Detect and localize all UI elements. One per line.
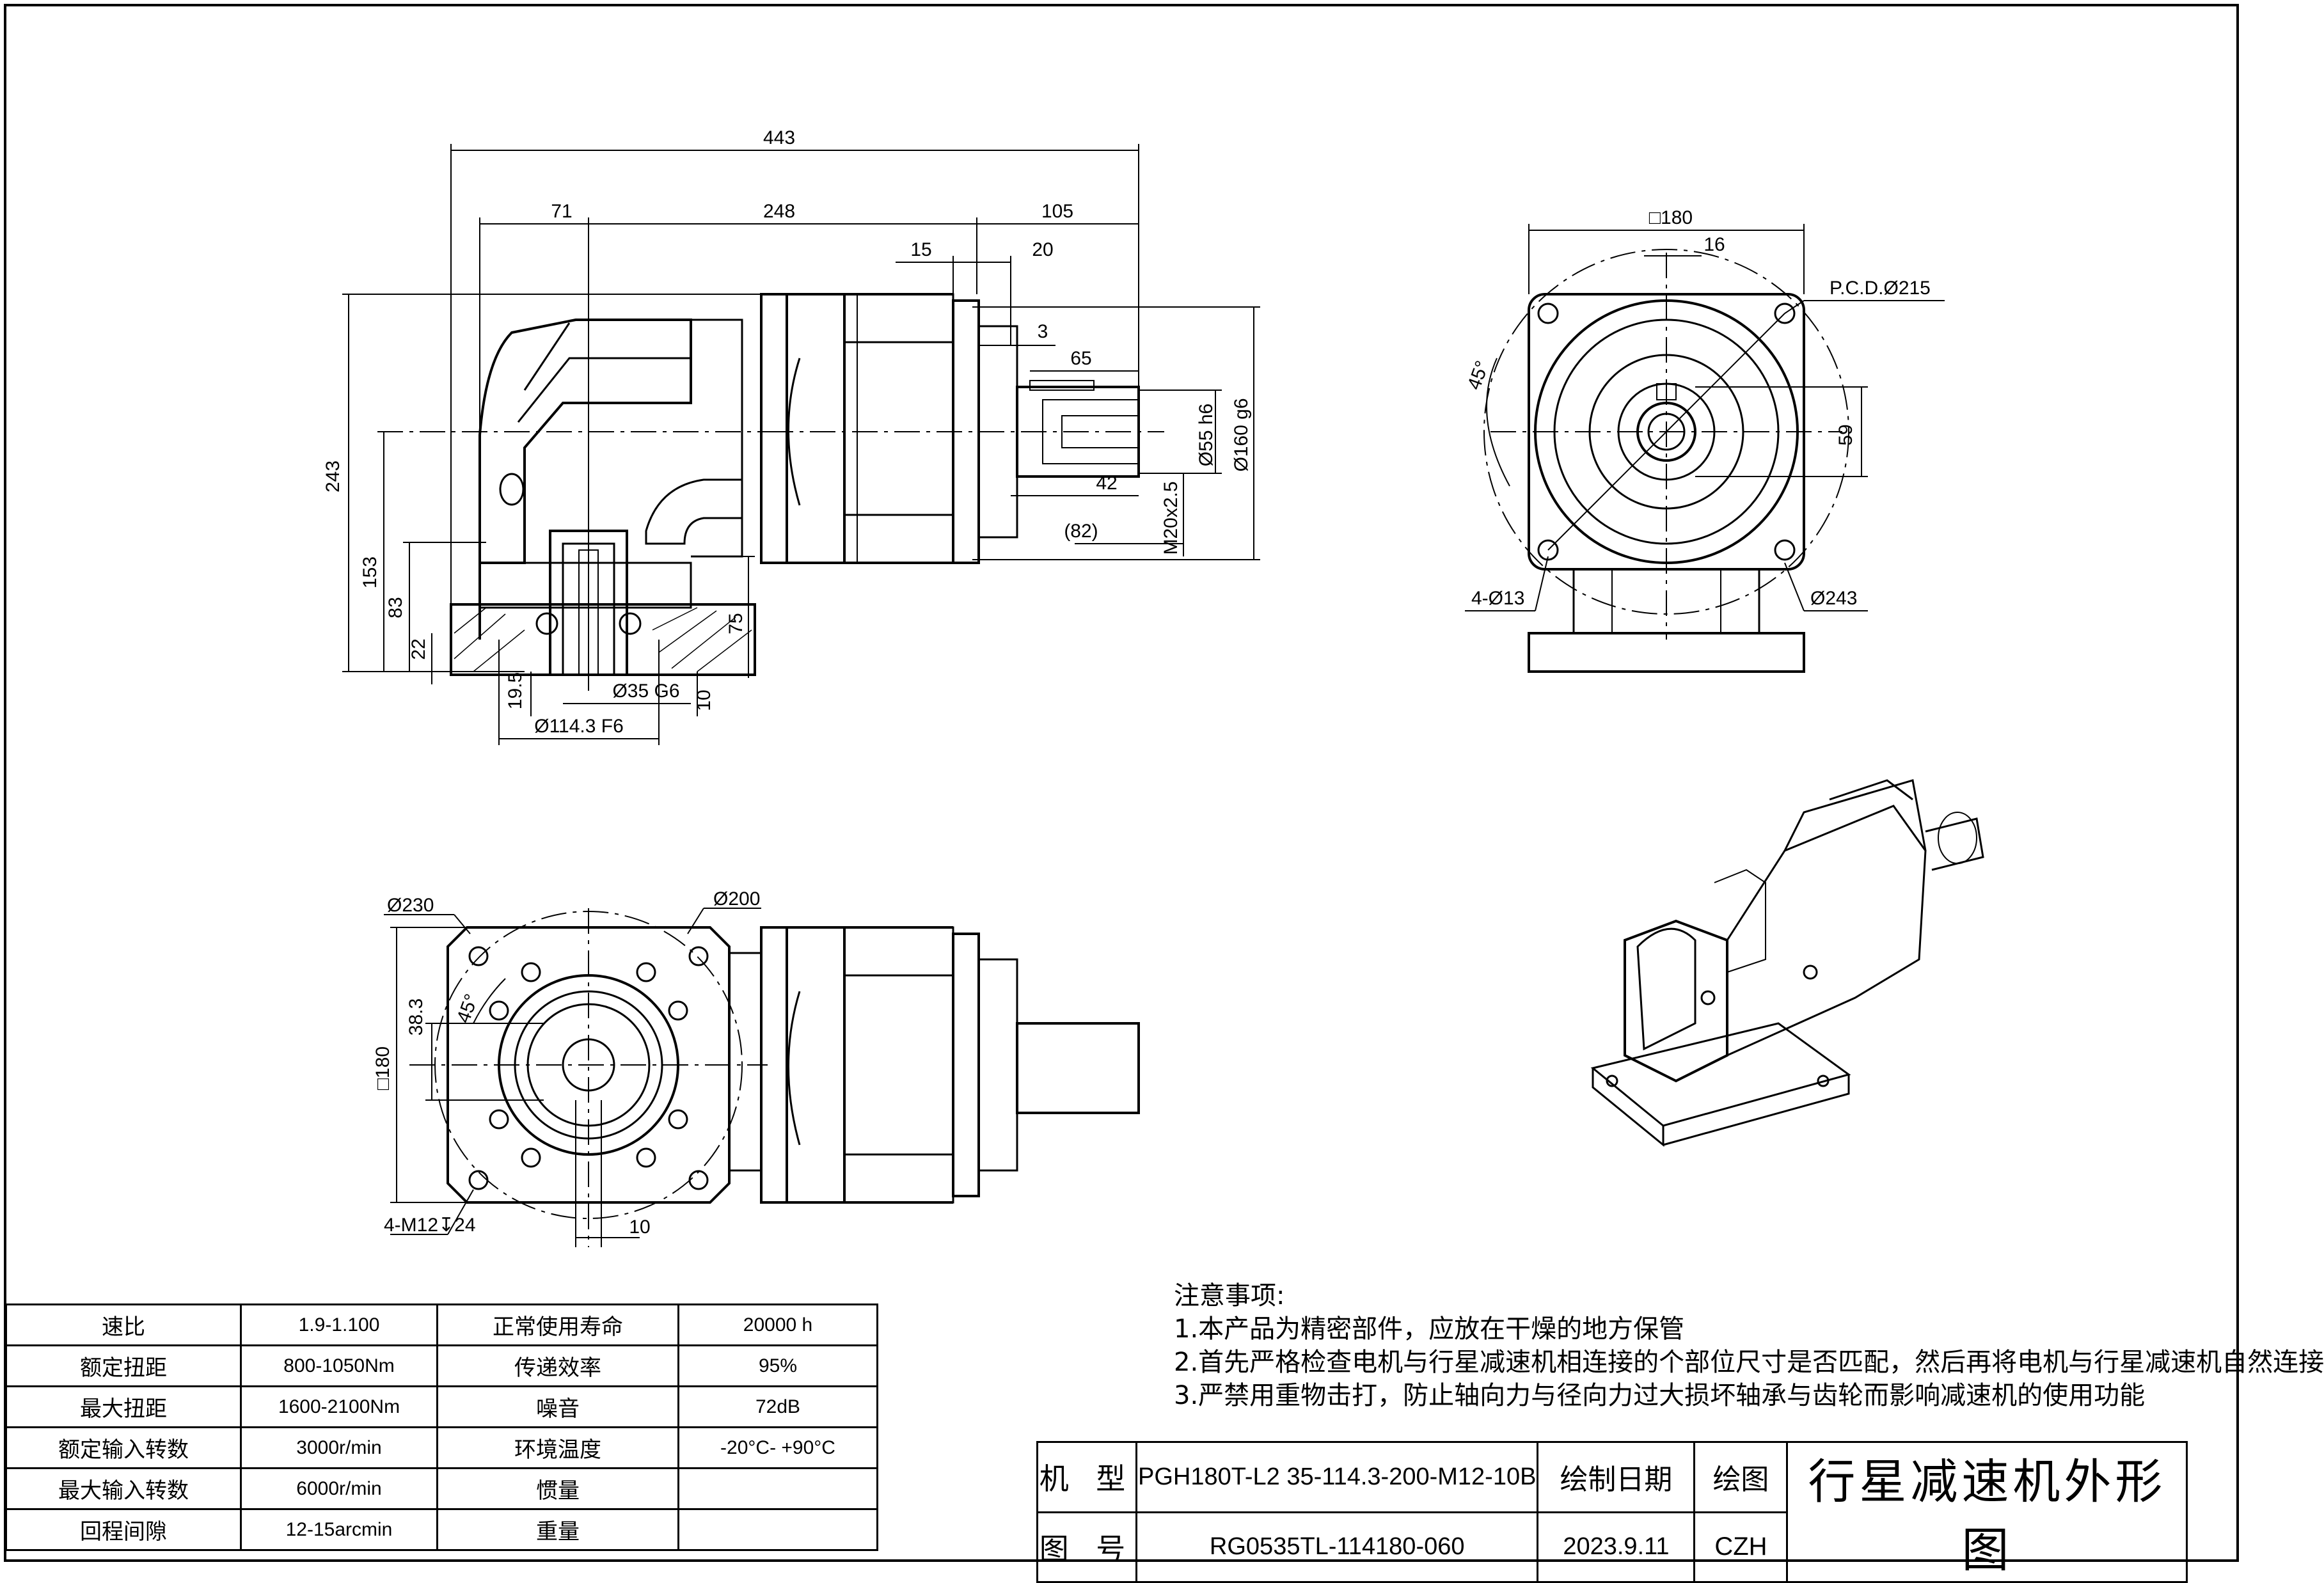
dim-diameter-200: Ø200 <box>713 888 760 910</box>
model-value: PGH180T-L2 35-114.3-200-M12-10B <box>1135 1441 1539 1513</box>
spec-value: 1.9-1.100 <box>240 1303 438 1346</box>
spec-key: 最大输入转数 <box>5 1467 242 1510</box>
note-item: 1.本产品为精密部件，应放在干燥的地方保管 <box>1174 1314 1685 1344</box>
spec-row: 最大输入转数 6000r/min 惯量 <box>5 1467 878 1510</box>
dim-height-83: 83 <box>385 597 406 618</box>
drawing-title: 行星减速机外形图 <box>1786 1441 2188 1583</box>
spec-key: 传递效率 <box>436 1344 679 1387</box>
note-item: 2.首先严格检查电机与行星减速机相连接的个部位尺寸是否匹配，然后再将电机与行星减… <box>1174 1348 2324 1377</box>
spec-key: 回程间隙 <box>5 1508 242 1551</box>
spec-key: 噪音 <box>436 1385 679 1428</box>
dim-tapped-holes: 4-M12↧24 <box>384 1215 476 1236</box>
dim-square-180: □180 <box>1649 207 1693 228</box>
spec-value: 800-1050Nm <box>240 1344 438 1387</box>
notes-section: 注意事项: 1.本产品为精密部件，应放在干燥的地方保管 2.首先严格检查电机与行… <box>1174 1279 2324 1412</box>
spec-key: 正常使用寿命 <box>436 1303 679 1346</box>
dim-flange-diameter: Ø114.3 F6 <box>534 716 624 737</box>
spec-table: 速比 1.9-1.100 正常使用寿命 20000 h 额定扭距 800-105… <box>5 1303 878 1551</box>
dim-overall-length: 443 <box>763 127 795 148</box>
dim-shaft-diameter: Ø55 h6 <box>1196 404 1217 466</box>
dim-pcd: P.C.D.Ø215 <box>1830 278 1931 299</box>
note-item: 3.严禁用重物击打，防止轴向力与径向力过大损坏轴承与齿轮而影响减速机的使用功能 <box>1174 1381 2146 1410</box>
dim-key-10: 10 <box>629 1217 650 1238</box>
spec-value: 95% <box>677 1344 878 1387</box>
date-label: 绘制日期 <box>1537 1441 1696 1513</box>
spec-key: 额定输入转数 <box>5 1426 242 1469</box>
dim-bottom-angle-45: 45° <box>453 991 483 1026</box>
dim-height-153: 153 <box>360 556 381 588</box>
drafter-label: 绘图 <box>1693 1441 1789 1513</box>
dim-38-3: 38.3 <box>406 998 427 1036</box>
dim-105: 105 <box>1041 201 1073 222</box>
model-label: 机 型 <box>1036 1441 1137 1513</box>
bottom-view-dimension-labels: Ø230 Ø200 45° 38.3 □180 4-M12↧24 10 <box>372 888 760 1238</box>
front-view <box>342 144 1260 745</box>
spec-key: 最大扭距 <box>5 1385 242 1428</box>
notes-title: 注意事项: <box>1174 1281 1285 1311</box>
technical-drawing: 443 71 248 105 15 20 3 65 42 (82) M20x2.… <box>4 4 2239 1562</box>
dim-10: 10 <box>693 689 715 711</box>
drawing-number-label: 图 号 <box>1036 1511 1137 1583</box>
spec-value: 20000 h <box>677 1303 878 1346</box>
spec-value: -20°C- +90°C <box>677 1426 878 1469</box>
dim-key-length: 65 <box>1070 348 1091 369</box>
spec-row: 速比 1.9-1.100 正常使用寿命 20000 h <box>5 1303 878 1346</box>
dim-19-5: 19.5 <box>505 672 526 709</box>
dim-20: 20 <box>1032 239 1053 260</box>
dim-height-243: 243 <box>322 461 344 492</box>
spec-key: 惯量 <box>436 1467 679 1510</box>
date-value: 2023.9.11 <box>1537 1511 1696 1583</box>
isometric-view <box>1590 779 1984 1147</box>
dim-key-height: 59 <box>1835 424 1856 445</box>
spec-key: 重量 <box>436 1508 679 1551</box>
spec-value <box>677 1467 878 1510</box>
spec-row: 回程间隙 12-15arcmin 重量 <box>5 1508 878 1551</box>
spec-row: 额定输入转数 3000r/min 环境温度 -20°C- +90°C <box>5 1426 878 1469</box>
spec-value: 6000r/min <box>240 1467 438 1510</box>
side-view <box>1465 224 1945 673</box>
dim-bottom-square-180: □180 <box>372 1046 393 1090</box>
spec-value: 12-15arcmin <box>240 1508 438 1551</box>
dim-height-22: 22 <box>408 638 429 659</box>
dim-mount-holes: 4-Ø13 <box>1471 588 1524 609</box>
dim-3: 3 <box>1038 321 1048 342</box>
spec-key: 额定扭距 <box>5 1344 242 1387</box>
drawing-number-value: RG0535TL-114180-060 <box>1135 1511 1539 1583</box>
spec-value <box>677 1508 878 1551</box>
dim-height-75: 75 <box>725 613 747 634</box>
spec-key: 速比 <box>5 1303 242 1346</box>
dim-71: 71 <box>551 201 572 222</box>
spec-key: 环境温度 <box>436 1426 679 1469</box>
spec-value: 3000r/min <box>240 1426 438 1469</box>
side-view-dimension-labels: □180 16 P.C.D.Ø215 45° 59 4-Ø13 Ø243 <box>1464 207 1931 609</box>
dim-key-width: 16 <box>1703 234 1725 255</box>
dim-248: 248 <box>763 201 795 222</box>
spec-value: 1600-2100Nm <box>240 1385 438 1428</box>
dim-diameter-230: Ø230 <box>387 895 434 916</box>
spec-row: 额定扭距 800-1050Nm 传递效率 95% <box>5 1344 878 1387</box>
spec-value: 72dB <box>677 1385 878 1428</box>
dim-42: 42 <box>1096 473 1117 494</box>
dim-thread: M20x2.5 <box>1160 481 1182 555</box>
dim-15: 15 <box>910 239 931 260</box>
dim-bore: Ø35 G6 <box>612 681 679 702</box>
bottom-view <box>384 908 1140 1247</box>
front-view-dimension-labels: 443 71 248 105 15 20 3 65 42 (82) M20x2.… <box>322 127 1252 737</box>
dim-outer-diameter: Ø243 <box>1810 588 1857 609</box>
drafter-value: CZH <box>1693 1511 1789 1583</box>
title-block: 机 型 PGH180T-L2 35-114.3-200-M12-10B 绘制日期… <box>1036 1441 2188 1583</box>
dim-pilot-diameter: Ø160 g6 <box>1231 398 1252 471</box>
spec-row: 最大扭距 1600-2100Nm 噪音 72dB <box>5 1385 878 1428</box>
dim-82: (82) <box>1064 521 1098 542</box>
